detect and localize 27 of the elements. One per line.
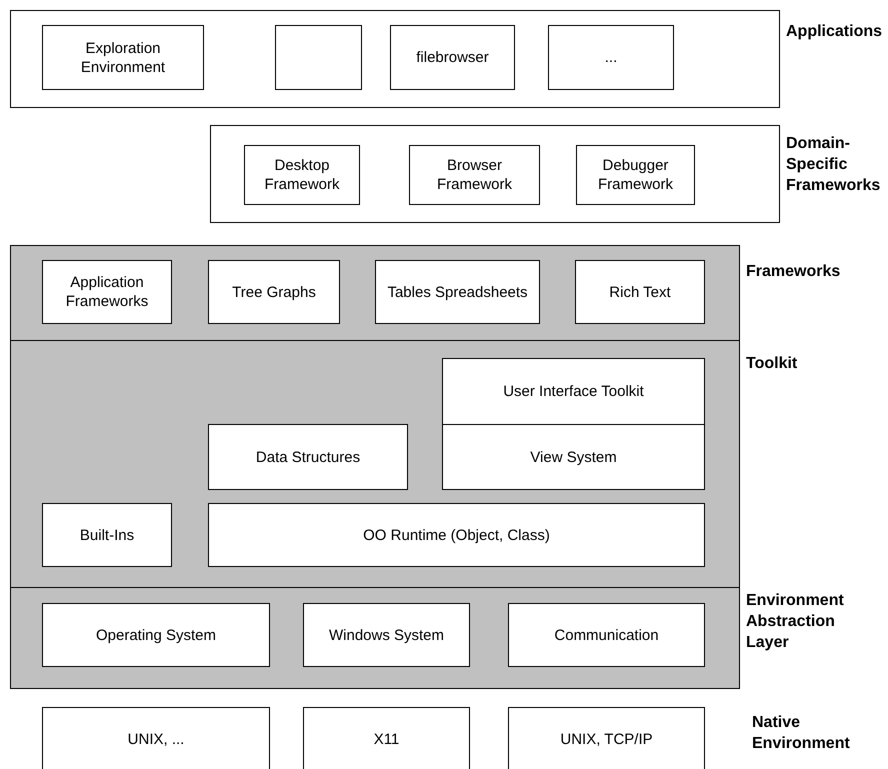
component-box: Tree Graphs — [208, 260, 340, 324]
component-box: Rich Text — [575, 260, 705, 324]
component-box: Built-Ins — [42, 503, 172, 567]
layer-title: Applications — [786, 22, 884, 42]
layer-title: Domain-Specific Frameworks — [786, 134, 882, 196]
component-box: Browser Framework — [409, 145, 540, 205]
component-box: Desktop Framework — [244, 145, 360, 205]
component-box: Tables Spreadsheets — [375, 260, 540, 324]
layer-title: Native Environment — [752, 713, 851, 754]
component-box: User Interface Toolkit — [442, 358, 705, 425]
layer-title: Toolkit — [746, 354, 798, 374]
component-box: Debugger Framework — [576, 145, 695, 205]
component-box: OO Runtime (Object, Class) — [208, 503, 705, 567]
component-box: UNIX, ... — [42, 707, 270, 769]
component-box: View System — [442, 424, 705, 490]
component-box: Operating System — [42, 603, 270, 667]
layer-title: Frameworks — [746, 262, 842, 282]
component-box: Communication — [508, 603, 705, 667]
component-box: UNIX, TCP/IP — [508, 707, 705, 769]
component-box: ... — [548, 25, 674, 90]
component-box: filebrowser — [390, 25, 515, 90]
component-box: Windows System — [303, 603, 470, 667]
component-box: Exploration Environment — [42, 25, 204, 90]
component-box: Application Frameworks — [42, 260, 172, 324]
component-box: Data Structures — [208, 424, 408, 490]
layer-title: Environment Abstraction Layer — [746, 591, 845, 653]
component-box: X11 — [303, 707, 470, 769]
